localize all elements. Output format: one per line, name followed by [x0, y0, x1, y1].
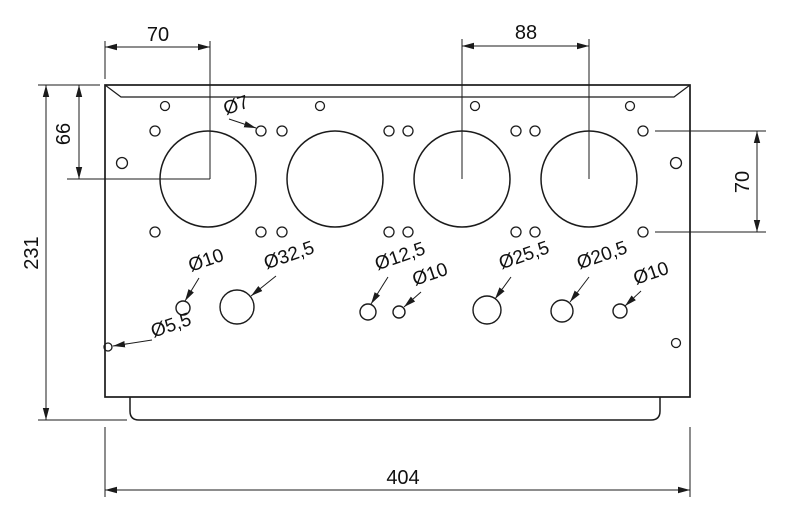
hole-d10-left — [175, 300, 191, 316]
hole-d5-5 — [103, 342, 113, 352]
hole-lower-row — [637, 226, 649, 238]
hole-upper-row — [383, 125, 395, 137]
dia-label-d7: Ø7 — [221, 92, 252, 120]
dim-label-231: 231 — [21, 236, 43, 269]
dia-label-d32-5: Ø32,5 — [261, 237, 317, 274]
hole-upper-row — [637, 125, 649, 137]
dim-label-88: 88 — [515, 22, 537, 44]
hole-upper-row — [149, 125, 161, 137]
hole-right-mid — [669, 156, 683, 170]
dim-label-70-right: 70 — [732, 171, 754, 193]
dia-label-d10-right: Ø10 — [631, 258, 672, 290]
hole-lower-row — [529, 226, 541, 238]
leader-d20-5 — [569, 276, 590, 303]
dia-label-d20-5: Ø20,5 — [574, 237, 630, 274]
hole-upper-row-d7 — [255, 125, 267, 137]
hole-upper-row — [276, 125, 288, 137]
hole-d12-5 — [359, 303, 377, 321]
leader-d25-5 — [494, 276, 512, 300]
hole-lower-row — [276, 226, 288, 238]
dia-label-d5-5: Ø5,5 — [148, 309, 194, 342]
hole-top-row — [624, 100, 636, 112]
hole-left-mid — [115, 156, 129, 170]
dimensions: 70 88 66 231 70 404 — [21, 22, 766, 497]
hole-top-row — [314, 100, 326, 112]
leader-d12-5 — [370, 276, 389, 305]
hole-d10-right — [612, 303, 628, 319]
leader-d7 — [228, 118, 257, 129]
leader-d10-right — [624, 290, 642, 307]
leader-d32-5 — [250, 275, 277, 297]
dim-label-66: 66 — [53, 123, 75, 145]
leader-d10-left — [184, 277, 200, 302]
dia-label-d25-5: Ø25,5 — [496, 237, 552, 274]
main-bores — [159, 130, 638, 228]
dia-label-d10-mid: Ø10 — [410, 259, 451, 291]
hole-d25-5 — [472, 295, 502, 325]
feature-holes — [175, 289, 628, 325]
dia-label-d10-left: Ø10 — [186, 245, 227, 277]
leader-d5-5 — [112, 339, 153, 348]
dim-label-70-top: 70 — [147, 24, 169, 46]
hole-top-row — [159, 100, 171, 112]
hole-lower-row — [510, 226, 522, 238]
small-holes — [103, 100, 683, 352]
main-bore-2 — [286, 130, 384, 228]
bottom-lip — [129, 397, 661, 421]
hole-lower-row — [402, 226, 414, 238]
hole-d20-5 — [550, 299, 574, 323]
plate-outline — [104, 84, 691, 421]
dim-label-404: 404 — [386, 467, 419, 489]
hole-lower-row — [149, 226, 161, 238]
hole-lower-row — [383, 226, 395, 238]
plate-face-outline — [104, 84, 691, 398]
leader-d10-mid — [403, 291, 422, 308]
hole-bottom-right — [670, 337, 682, 349]
hole-top-row — [469, 100, 481, 112]
diameter-callouts: Ø7 Ø10 Ø32,5 Ø12,5 Ø10 Ø25,5 Ø20,5 Ø10 Ø… — [112, 92, 672, 348]
hole-d32-5 — [219, 289, 255, 325]
hole-d10-mid — [392, 305, 406, 319]
hole-upper-row — [402, 125, 414, 137]
hole-upper-row — [529, 125, 541, 137]
top-flange-edge — [104, 84, 691, 98]
hole-upper-row — [510, 125, 522, 137]
hole-lower-row — [255, 226, 267, 238]
